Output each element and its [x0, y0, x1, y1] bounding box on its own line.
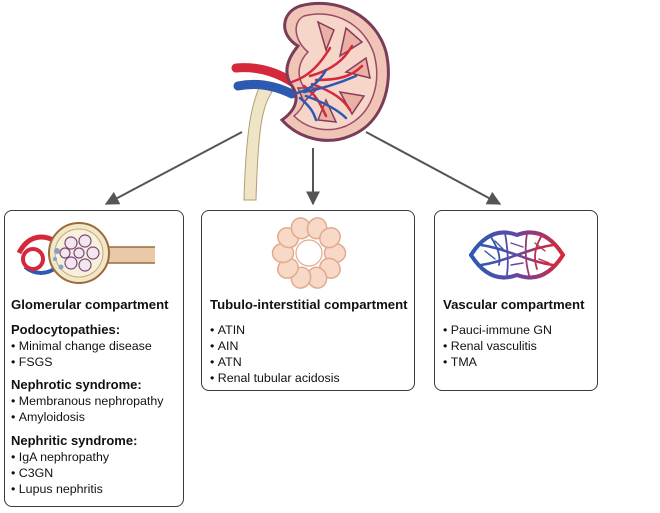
vascular-list: Pauci-immune GN Renal vasculitis TMA	[443, 322, 552, 370]
glomerulus-illustration	[16, 222, 155, 284]
list-item: Minimal change disease	[11, 338, 152, 354]
tubule-cross-section-illustration	[271, 217, 347, 289]
glomerular-title: Glomerular compartment	[11, 297, 169, 312]
list-item: Renal vasculitis	[443, 338, 552, 354]
tubule-cell	[319, 227, 341, 249]
nephritic-syndrome-heading: Nephritic syndrome:	[11, 433, 138, 448]
nephrotic-syndrome-list: Membranous nephropathy Amyloidosis	[11, 393, 164, 425]
vascular-title: Vascular compartment	[443, 297, 585, 312]
list-item: Renal tubular acidosis	[210, 370, 340, 386]
nephrotic-syndrome-heading: Nephrotic syndrome:	[11, 377, 142, 392]
arrow-to-vascular	[365, 131, 502, 205]
list-item: C3GN	[11, 465, 109, 481]
list-item: TMA	[443, 354, 552, 370]
podocytopathies-heading: Podocytopathies:	[11, 322, 121, 337]
tubulo-interstitial-title: Tubulo-interstitial compartment	[210, 297, 408, 312]
list-item: Pauci-immune GN	[443, 322, 552, 338]
vascular-panel: Vascular compartment Pauci-immune GN Ren…	[434, 210, 598, 391]
list-item: FSGS	[11, 354, 152, 370]
list-item: Membranous nephropathy	[11, 393, 164, 409]
arrow-to-glomerular	[104, 131, 243, 205]
kidney-illustration	[231, 1, 390, 201]
list-item: ATIN	[210, 322, 340, 338]
diagram-graphics	[104, 1, 502, 206]
list-item: AIN	[210, 338, 340, 354]
glomerular-panel: Glomerular compartment Podocytopathies: …	[4, 210, 184, 507]
podocytopathies-list: Minimal change disease FSGS	[11, 338, 152, 370]
tubulo-interstitial-panel: Tubulo-interstitial compartment ATIN AIN…	[201, 210, 415, 391]
list-item: IgA nephropathy	[11, 449, 109, 465]
list-item: ATN	[210, 354, 340, 370]
nephritic-syndrome-list: IgA nephropathy C3GN Lupus nephritis	[11, 449, 109, 497]
list-item: Lupus nephritis	[11, 481, 109, 497]
capillary-network-illustration	[449, 230, 585, 280]
tubulo-interstitial-list: ATIN AIN ATN Renal tubular acidosis	[210, 322, 340, 386]
list-item: Amyloidosis	[11, 409, 163, 425]
